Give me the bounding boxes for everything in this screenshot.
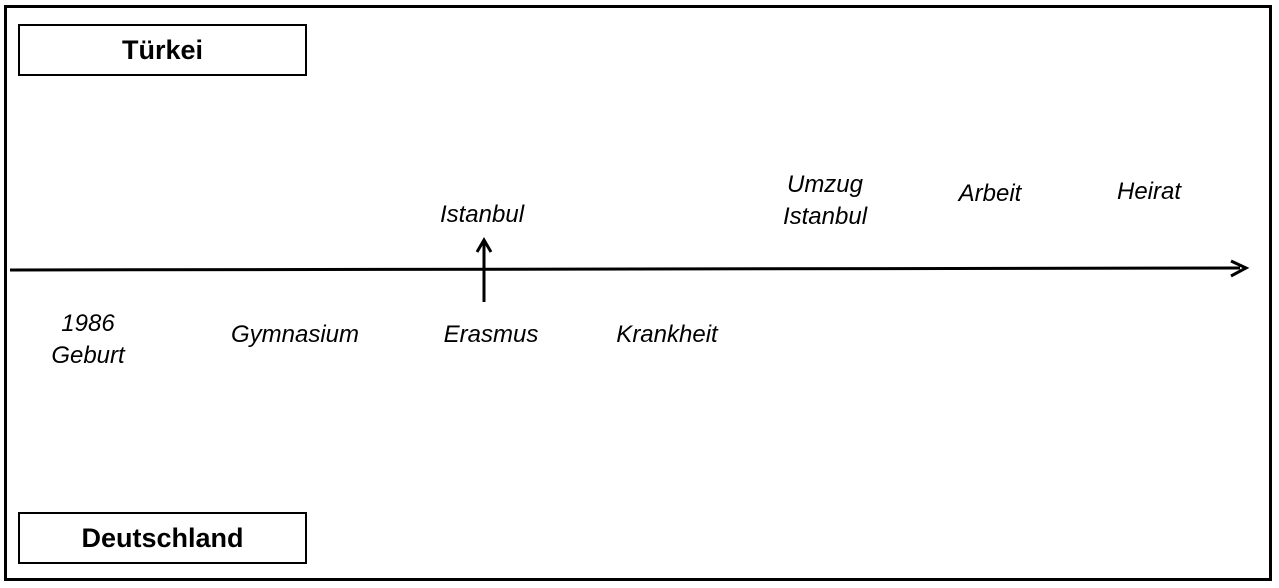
region-box-tuerkei: Türkei <box>18 24 307 76</box>
event-istanbul-label: Istanbul <box>439 201 525 228</box>
event-erasmus-label: Erasmus <box>443 321 539 348</box>
diagram-frame <box>4 5 1272 581</box>
event-umzug-label-1: Umzug <box>786 171 864 198</box>
event-arbeit-label: Arbeit <box>958 180 1022 207</box>
event-gymnasium: Gymnasium <box>231 319 359 351</box>
event-umzug-label-2: Istanbul <box>782 203 868 230</box>
event-heirat: Heirat <box>1117 176 1181 208</box>
region-box-deutschland: Deutschland <box>18 512 307 564</box>
event-year-label: 1986 <box>61 310 115 337</box>
event-umzug-istanbul: Umzug Istanbul <box>783 169 867 233</box>
event-istanbul: Istanbul <box>440 199 524 231</box>
event-1986-geburt: 1986 Geburt <box>51 308 124 372</box>
event-geburt-label: Geburt <box>51 342 125 369</box>
timeline-axis <box>9 266 1241 272</box>
event-erasmus: Erasmus <box>444 319 539 351</box>
event-krankheit: Krankheit <box>616 319 717 351</box>
region-label-deutschland: Deutschland <box>81 522 244 553</box>
event-gymnasium-label: Gymnasium <box>230 321 360 348</box>
event-heirat-label: Heirat <box>1116 178 1182 205</box>
region-label-tuerkei: Türkei <box>121 34 204 65</box>
migration-arrowhead <box>475 237 493 253</box>
event-krankheit-label: Krankheit <box>616 321 718 348</box>
timeline-arrowhead <box>1230 259 1250 278</box>
event-arbeit: Arbeit <box>959 178 1022 210</box>
